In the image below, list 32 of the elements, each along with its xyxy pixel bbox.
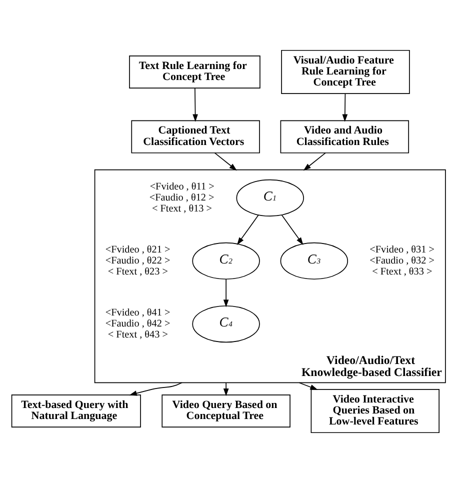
arrow	[281, 214, 304, 244]
node-box: Visual/Audio Feature Rule Learning for Concept Tree	[281, 49, 410, 94]
node-box: Text Rule Learning for Concept Tree	[129, 54, 260, 88]
node-label: <Faudio , θ32 >	[370, 255, 434, 266]
node-ellipse: C3	[280, 242, 348, 280]
node-label: <Fvideo , θ31 >	[370, 244, 434, 256]
node-box: Text-based Query with Natural Language	[11, 394, 141, 428]
node-label: <Fvideo , θ11 >	[150, 181, 214, 192]
node-box: Captioned Text Classification Vectors	[131, 120, 260, 153]
arrow	[236, 214, 259, 244]
node-ellipse: C1	[236, 178, 304, 216]
node-ellipse: C4	[192, 304, 260, 342]
node-label: <Fvideo , θ41 >	[105, 307, 170, 318]
node-label: <Fvideo , θ21 >	[105, 244, 170, 256]
node-box: Video Interactive Queries Based on Low-level Features	[310, 388, 440, 433]
arrow	[214, 152, 237, 170]
node-box: Video Query Based on Conceptual Tree	[162, 394, 290, 428]
arrow	[342, 92, 348, 122]
arrow	[303, 152, 326, 170]
arrow	[298, 382, 318, 390]
node-label: < Ftext , θ33 >	[372, 266, 432, 278]
arrow	[192, 87, 198, 122]
node-label: <Faudio , θ42 >	[105, 318, 170, 330]
node-label: < Ftext , θ13 >	[152, 203, 212, 214]
arrow	[223, 382, 229, 396]
node-label: < Ftext , θ43 >	[108, 329, 168, 340]
arrow	[223, 278, 229, 307]
node-label: <Faudio , θ22 >	[105, 255, 170, 266]
node-box: Video and Audio Classification Rules	[280, 120, 410, 153]
node-label: < Ftext , θ23 >	[108, 266, 168, 278]
node-ellipse: C2	[192, 242, 260, 280]
node-label: <Faudio , θ12 >	[149, 192, 214, 204]
